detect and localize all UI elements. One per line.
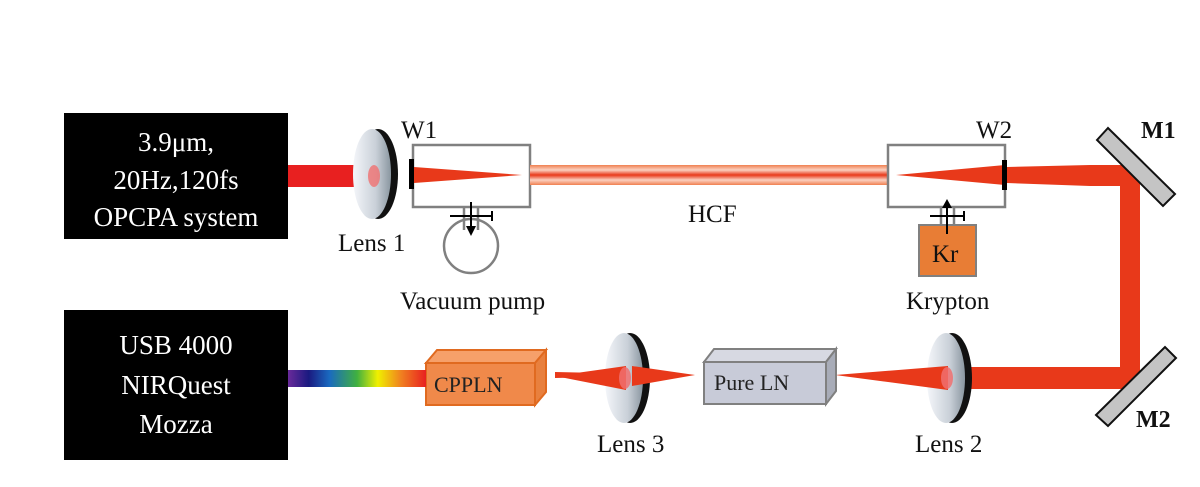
mirror-m1 [1095, 126, 1177, 208]
mirror-m2 [1094, 345, 1178, 428]
beam-bottom [950, 367, 1140, 389]
beam-into-cppln [555, 366, 626, 390]
beam-vertical [1120, 165, 1140, 388]
lens-3-label: Lens 3 [597, 431, 664, 458]
supercontinuum-beam [288, 370, 426, 387]
beam-from-pure-ln [632, 366, 695, 386]
focusing-beam-2 [835, 366, 948, 390]
gas-chamber [886, 143, 1007, 209]
lens-2-label: Lens 2 [915, 431, 982, 458]
input-beam [288, 165, 368, 187]
spectrometer-line-2: NIRQuest [121, 370, 231, 400]
hcf-label: HCF [688, 201, 737, 228]
lens-2-spot [941, 367, 953, 389]
lens-1 [353, 129, 398, 219]
vacuum-pump-icon [442, 202, 500, 275]
m1-label: M1 [1141, 118, 1176, 144]
pure-ln-crystal [701, 346, 839, 407]
spectrometer-box: USB 4000 NIRQuest Mozza [64, 310, 288, 460]
laser-line-1: 3.9μm, [138, 127, 214, 157]
pure-ln-label: Pure LN [714, 370, 789, 395]
focusing-beam-1 [414, 167, 522, 183]
laser-line-2: 20Hz,120fs [113, 165, 238, 195]
krypton-label: Krypton [906, 288, 990, 315]
diverging-beam [896, 165, 1005, 185]
window-w2 [1002, 160, 1007, 190]
vacuum-pump-label: Vacuum pump [400, 288, 545, 315]
lens-1-label: Lens 1 [338, 230, 405, 257]
w1-label: W1 [401, 117, 437, 144]
hollow-core-fiber [530, 165, 888, 185]
cppln-label: CPPLN [434, 372, 503, 397]
kr-label: Kr [932, 241, 959, 268]
laser-line-3: OPCPA system [94, 202, 259, 232]
spectrometer-line-3: Mozza [139, 409, 212, 439]
lens-3-spot [619, 367, 631, 389]
m2-label: M2 [1136, 407, 1171, 433]
cppln-crystal [423, 347, 549, 408]
window-w1 [409, 159, 414, 189]
vacuum-chamber [409, 143, 532, 209]
spectrometer-line-1: USB 4000 [119, 330, 232, 360]
w2-label: W2 [976, 117, 1012, 144]
collimated-beam-top [1007, 165, 1140, 186]
krypton-bottle-icon [918, 199, 977, 277]
laser-source-box: 3.9μm, 20Hz,120fs OPCPA system [64, 113, 288, 239]
